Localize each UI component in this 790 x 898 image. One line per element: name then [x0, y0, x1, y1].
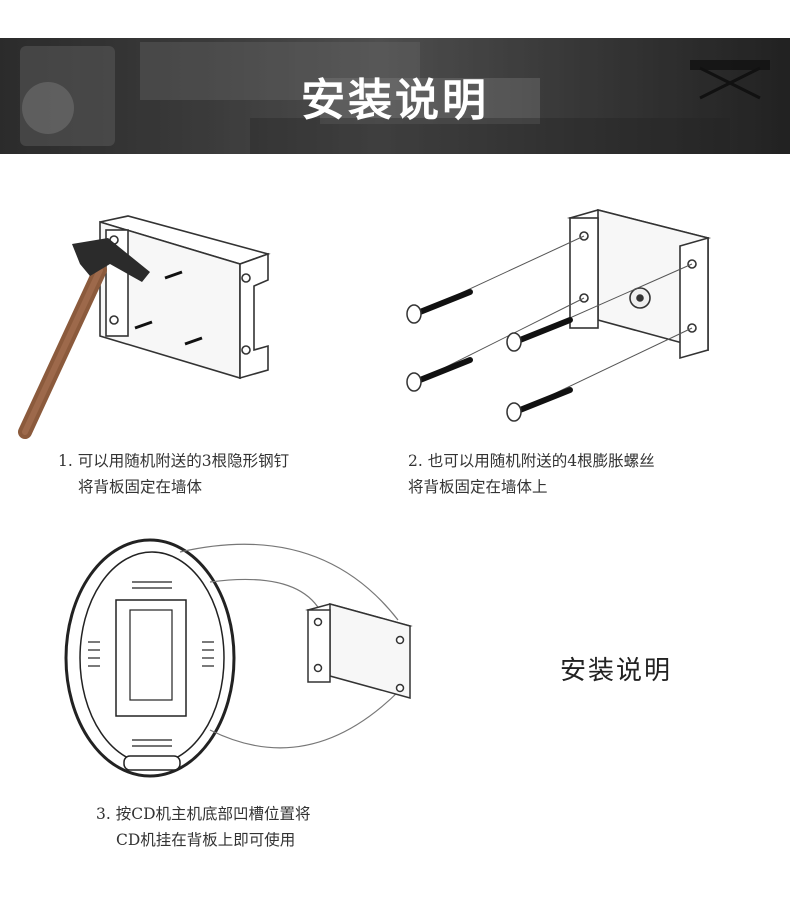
- figure-nail-install: [18, 215, 271, 439]
- step-2-line-1: 2. 也可以用随机附送的4根膨胀螺丝: [408, 452, 655, 470]
- step-1-line-1: 1. 可以用随机附送的3根隐形钢钉: [58, 452, 290, 470]
- step-1-caption: 1. 可以用随机附送的3根隐形钢钉 将背板固定在墙体: [58, 448, 289, 500]
- wall-bracket-icon: [99, 215, 271, 380]
- step-2-line-2: 将背板固定在墙体上: [408, 478, 548, 496]
- step-3-line-1: 3. 按CD机主机底部凹槽位置将: [96, 805, 311, 823]
- side-title: 安装说明: [560, 656, 673, 686]
- wall-bracket-icon: [305, 603, 413, 699]
- wall-bracket-icon: [566, 208, 712, 360]
- nail-icon: [134, 270, 203, 346]
- step-1-line-2: 将背板固定在墙体: [78, 478, 203, 496]
- banner-background-photo: [0, 38, 790, 154]
- figure-screw-install: [406, 208, 712, 422]
- page-title: 安装说明: [301, 75, 489, 126]
- step-3-line-2: CD机挂在背板上即可使用: [116, 831, 296, 849]
- header-banner: 安装说明: [0, 38, 790, 154]
- figure-hang-player: [64, 538, 413, 778]
- hammer-icon: [18, 238, 150, 439]
- step-2-caption: 2. 也可以用随机附送的4根膨胀螺丝 将背板固定在墙体上: [408, 448, 655, 500]
- cd-player-icon: [64, 538, 236, 778]
- step-3-caption: 3. 按CD机主机底部凹槽位置将 CD机挂在背板上即可使用: [96, 801, 311, 853]
